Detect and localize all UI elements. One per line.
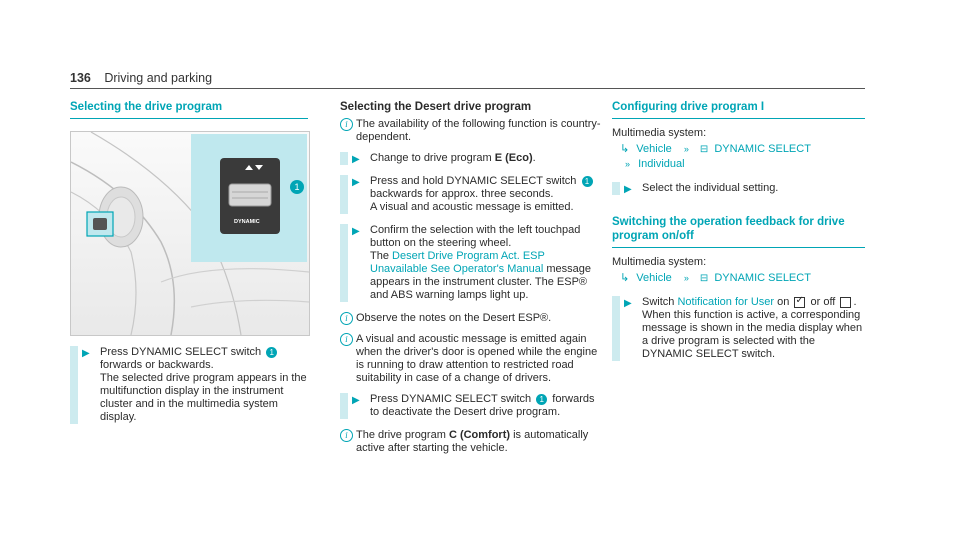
step-change-eco: ▶ Change to drive program E (Eco). <box>340 152 602 165</box>
notification-for-user-link[interactable]: Notification for User <box>677 296 775 308</box>
header-divider <box>70 88 865 89</box>
column-1: Selecting the drive program DYNAMIC 1 <box>70 100 310 434</box>
step-arrow-icon: ▶ <box>352 395 360 406</box>
callout-1-badge: 1 <box>536 393 548 405</box>
multimedia-label: Multimedia system: <box>612 127 707 139</box>
section-heading-operation-feedback: Switching the operation feedback for dri… <box>612 215 865 248</box>
path-dynamic-select-link[interactable]: DYNAMIC SELECT <box>714 143 811 155</box>
checkbox-checked-icon <box>794 294 806 308</box>
column-3: Configuring drive program I Multimedia s… <box>612 100 865 371</box>
page-number: 136 <box>70 71 91 85</box>
path-dynamic-select-link[interactable]: DYNAMIC SELECT <box>714 272 811 284</box>
callout-1: 1 <box>290 180 304 194</box>
console-illustration <box>71 132 309 335</box>
section-heading-desert: Selecting the Desert drive program <box>340 101 532 113</box>
path-individual-link[interactable]: Individual <box>638 158 685 170</box>
path-vehicle-link[interactable]: Vehicle <box>636 272 672 284</box>
menu-path-2: ↳ Vehicle » ⊟ DYNAMIC SELECT <box>620 271 865 286</box>
menu-path-1: ↳ Vehicle » ⊟ DYNAMIC SELECT » Individua… <box>620 142 865 172</box>
double-chevron-icon: » <box>625 159 631 169</box>
seat-icon: ⊟ <box>699 144 709 155</box>
step-select-individual: ▶ Select the individual setting. <box>612 182 865 195</box>
step-arrow-icon: ▶ <box>624 184 632 195</box>
double-chevron-icon: » <box>683 273 689 283</box>
callout-1-badge: 1 <box>266 346 278 358</box>
page-section-title: Driving and parking <box>104 71 213 85</box>
step-arrow-icon: ▶ <box>352 154 360 165</box>
step-press-hold: ▶ Press and hold DYNAMIC SELECT switch 1… <box>340 175 602 214</box>
return-arrow-icon: ↳ <box>620 272 630 284</box>
note-availability: i The availability of the following func… <box>340 118 602 144</box>
step-press-dynamic-select: ▶ Press DYNAMIC SELECT switch 1 forwards… <box>70 346 308 424</box>
note-visual-acoustic: i A visual and acoustic message is emitt… <box>340 333 602 385</box>
note-observe-esp: i Observe the notes on the Desert ESP®. <box>340 312 602 325</box>
seat-icon: ⊟ <box>699 273 709 284</box>
info-icon: i <box>340 118 353 131</box>
checkbox-unchecked-icon <box>840 296 852 308</box>
desert-message-link[interactable]: Desert Drive Program Act. ESP Unavailabl… <box>370 250 545 275</box>
dynamic-select-figure: DYNAMIC 1 <box>70 131 310 336</box>
column-2: Selecting the Desert drive program i The… <box>340 100 602 463</box>
info-icon: i <box>340 429 353 442</box>
info-icon: i <box>340 312 353 325</box>
step-deactivate-desert: ▶ Press DYNAMIC SELECT switch 1 forwards… <box>340 393 602 419</box>
page-header: 136 Driving and parking <box>70 71 212 85</box>
step-arrow-icon: ▶ <box>352 226 360 237</box>
step-arrow-icon: ▶ <box>352 177 360 188</box>
dynamic-switch-label: DYNAMIC <box>234 219 260 225</box>
return-arrow-icon: ↳ <box>620 143 630 155</box>
step-confirm-selection: ▶ Confirm the selection with the left to… <box>340 224 602 302</box>
callout-1-badge: 1 <box>581 175 593 187</box>
step-switch-notification: ▶ Switch Notification for User on or off… <box>612 294 865 361</box>
section-heading-configuring: Configuring drive program I <box>612 100 865 119</box>
path-vehicle-link[interactable]: Vehicle <box>636 143 672 155</box>
step-arrow-icon: ▶ <box>82 348 90 359</box>
step-arrow-icon: ▶ <box>624 298 632 309</box>
info-icon: i <box>340 333 353 346</box>
double-chevron-icon: » <box>683 144 689 154</box>
note-comfort: i The drive program C (Comfort) is autom… <box>340 429 602 455</box>
multimedia-label: Multimedia system: <box>612 256 707 268</box>
section-heading-selecting-drive-program: Selecting the drive program <box>70 100 308 119</box>
